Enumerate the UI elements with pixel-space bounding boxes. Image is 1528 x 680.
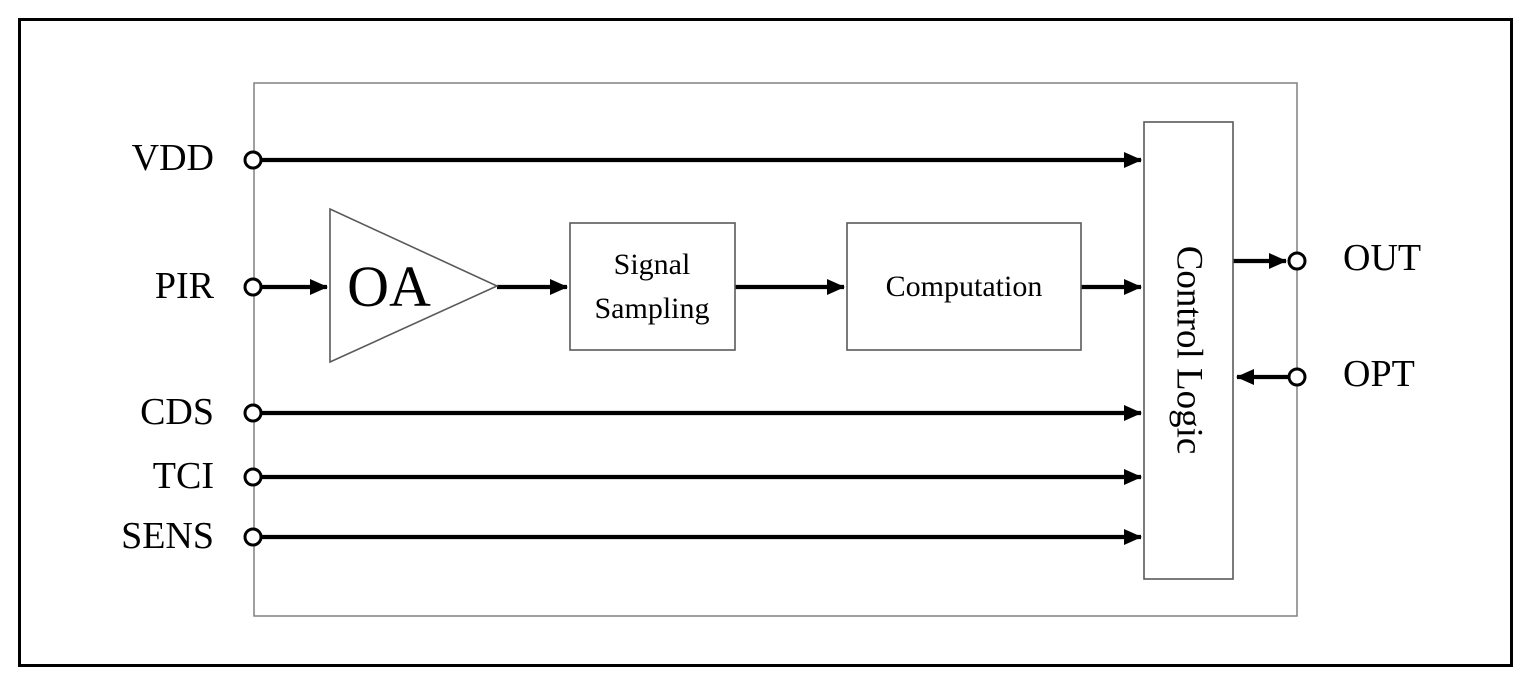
- computation-label: Computation: [885, 270, 1043, 303]
- pin-label-cds: CDS: [140, 391, 214, 434]
- signal-sampling-box: [569, 222, 736, 351]
- signal-sampling-label-line1: Signal: [613, 248, 691, 281]
- pin-label-out: OUT: [1343, 237, 1422, 280]
- pin-label-opt: OPT: [1343, 353, 1415, 396]
- control-logic-label: Control Logic: [1168, 245, 1210, 455]
- terminal-opt: [1287, 367, 1307, 387]
- terminal-out: [1287, 251, 1307, 271]
- outer-frame: [18, 18, 1513, 667]
- terminal-tci: [243, 467, 263, 487]
- signal-sampling-label: Signal Sampling: [594, 243, 709, 331]
- pin-label-sens: SENS: [121, 515, 214, 558]
- control-logic-box: [1143, 121, 1234, 580]
- computation-box: [846, 222, 1082, 351]
- oa-amplifier-triangle: [329, 207, 499, 364]
- chip-boundary: [253, 82, 1298, 617]
- signal-sampling-label-line2: Sampling: [594, 292, 710, 325]
- terminal-vdd: [243, 150, 263, 170]
- oa-amplifier-label: OA: [347, 253, 431, 319]
- pin-label-pir: PIR: [154, 265, 214, 308]
- terminal-sens: [243, 527, 263, 547]
- pin-label-tci: TCI: [152, 455, 214, 498]
- terminal-cds: [243, 403, 263, 423]
- terminal-pir: [243, 277, 263, 297]
- pin-label-vdd: VDD: [131, 137, 214, 180]
